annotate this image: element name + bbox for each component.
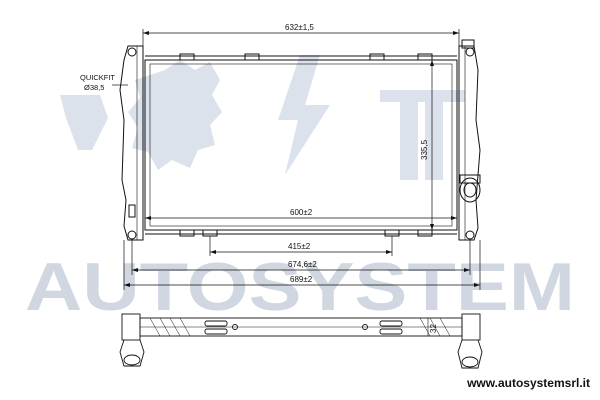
bottom-view-slot [379,328,403,335]
bottom-view-hole-icon [232,324,238,330]
bottom-view-left-pipe-icon [123,354,141,366]
dimension-lines [112,29,481,290]
outlet-pipe-neck [459,174,481,184]
quickfit-diameter-label: Ø38,5 [84,83,104,92]
outlet-pipe-icon [463,182,477,198]
right-tank [458,45,481,241]
watermark-text: AUTOSYSTEM [25,249,575,325]
top-bracket [369,53,385,61]
bottom-view-slot [379,320,403,327]
bottom-view-slot [204,320,228,327]
outlet-pipe-icon [459,177,481,203]
dimension-arrows [124,31,480,287]
watermark-logo [60,55,465,180]
bracket-spacing-label: 415±2 [288,242,311,251]
overall-width-label: 632±1,5 [285,23,314,32]
left-pin [128,204,136,218]
total-width-label: 689±2 [290,275,313,284]
tank-span-label: 674,6±2 [288,260,317,269]
radiator-core [144,59,458,231]
watermark-bolt-icon [278,55,330,175]
radiator-core-inner [149,63,453,227]
watermark-column [425,100,443,180]
watermark-gear-icon [128,60,222,170]
watermark-column [380,90,465,102]
core-height-label: 335,5 [420,139,429,160]
bottom-view-left-pipe [119,339,145,367]
right-mount-icon [465,230,475,240]
bottom-view-right-pipe [457,339,483,369]
right-mount-icon [465,47,475,57]
top-bracket [417,53,433,61]
top-outlet [461,39,475,49]
left-mount-icon [127,47,137,57]
bottom-bracket [179,229,195,237]
bottom-bracket [202,229,218,237]
left-tank [119,45,144,241]
bottom-view-hole-icon [362,324,368,330]
left-mount-icon [127,230,137,240]
radiator-front-view [119,39,481,241]
radiator-bottom-view [119,313,483,369]
bottom-view-left-tank [121,313,141,341]
bottom-view-right-pipe-icon [461,356,479,368]
bottom-view-slot [204,328,228,335]
thickness-label: 32 [429,324,438,333]
website-url[interactable]: www.autosystemsrl.it [467,376,590,390]
watermark-figure-icon [60,95,108,150]
core-width-label: 600±2 [290,208,313,217]
watermark-column [400,100,418,180]
bottom-bracket [384,229,400,237]
top-bracket [244,53,260,61]
top-bracket [179,53,195,61]
bottom-bracket [417,229,433,237]
bottom-view-right-tank [461,313,481,341]
quickfit-label: QUICKFIT [80,73,115,82]
